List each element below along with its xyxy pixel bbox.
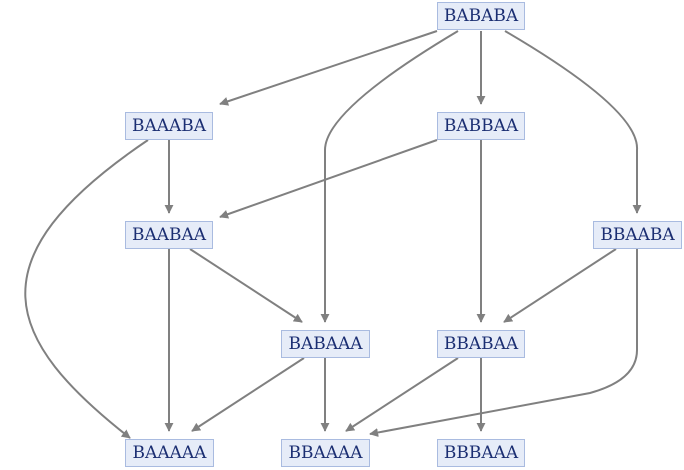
node-babaaa[interactable]: BABAAA — [281, 330, 370, 358]
edge-bababa-to-baaaba — [219, 30, 438, 106]
node-baabaa[interactable]: BAABAA — [125, 221, 213, 249]
node-bababa[interactable]: BABABA — [437, 2, 525, 30]
node-baaaaa[interactable]: BAAAAA — [125, 439, 214, 467]
node-bbaaba[interactable]: BBAABA — [593, 221, 682, 249]
edge-babaaa-to-baaaaa — [191, 357, 305, 432]
node-baaaba[interactable]: BAAABA — [125, 112, 213, 140]
edge-babbaa-to-baabaa — [219, 139, 438, 219]
edge-bababa-to-babaaa — [320, 30, 459, 323]
edge-bbaaba-to-bbabaa — [503, 248, 617, 323]
edge-bababa-to-bbaaba — [504, 30, 642, 214]
edge-bbabaa-to-bbaaaa — [345, 357, 459, 432]
node-bbabaa[interactable]: BBABAA — [437, 330, 525, 358]
node-bbbaaa[interactable]: BBBAAA — [437, 439, 525, 467]
edge-baaaba-to-baaaaa — [24, 139, 149, 439]
node-babbaa[interactable]: BABBAA — [437, 112, 525, 140]
edge-bbaaba-to-bbaaaa — [369, 249, 638, 437]
edge-baabaa-to-babaaa — [189, 248, 303, 323]
node-bbaaaa[interactable]: BBAAAA — [281, 439, 370, 467]
